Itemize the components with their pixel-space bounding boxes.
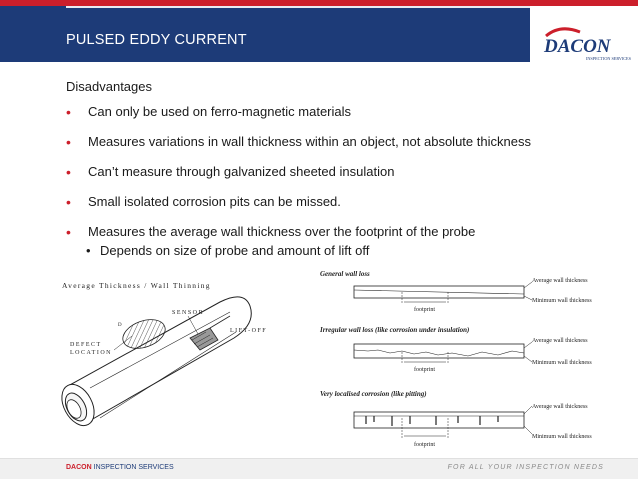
logo-text: DACON <box>543 36 612 57</box>
footer-brand: DACON INSPECTION SERVICES <box>66 464 174 471</box>
footer-brand-name: DACON <box>66 464 92 471</box>
insulation-outline <box>67 296 252 425</box>
logo-swoosh <box>545 27 581 38</box>
panel-localised-corrosion: Very localised corrosion (like pitting) … <box>320 390 592 448</box>
sensor-leader-line <box>187 315 199 335</box>
footprint-label: footprint <box>414 441 435 448</box>
defect-area <box>122 319 166 349</box>
bullet-item: • Can’t measure through galvanized sheete… <box>64 164 624 194</box>
min-label: Minimum wall thickness <box>532 298 592 304</box>
sub-bullet: • Depends on size of probe and amount of … <box>86 243 370 258</box>
bullet-dot-icon: • <box>66 194 71 210</box>
section-subtitle: Disadvantages <box>66 79 152 94</box>
wall-loss-profiles: General wall loss footprint Average wall… <box>319 270 592 448</box>
top-accent-stripe <box>0 0 638 6</box>
footer-bar: DACON INSPECTION SERVICES FOR ALL YOUR I… <box>0 458 638 479</box>
defect-leader-line <box>113 335 133 351</box>
logo-subtext: INSPECTION SERVICES <box>586 56 632 61</box>
defect-label: DEFECT <box>70 342 102 348</box>
bullet-list: • Can only be used on ferro-magnetic mate… <box>64 104 624 254</box>
pit-marks <box>365 416 499 426</box>
pipe-sensor-diagram: Average Thickness / Wall Thinning SENSOR… <box>61 281 267 427</box>
footer-tagline: FOR ALL YOUR INSPECTION NEEDS <box>447 464 604 471</box>
avg-label: Average wall thickness <box>532 278 588 284</box>
sensor-label: SENSOR <box>172 310 204 316</box>
min-label: Minimum wall thickness <box>532 434 592 440</box>
footprint-markers <box>401 292 449 304</box>
page-title: PULSED EDDY CURRENT <box>66 32 247 48</box>
leader-line <box>523 341 533 349</box>
bullet-dot-icon: • <box>66 164 71 180</box>
sensor-cable <box>209 315 231 329</box>
pipe-wall-lines <box>89 311 237 419</box>
bullet-text: Small isolated corrosion pits can be mis… <box>88 194 341 209</box>
panel-general-wall-loss: General wall loss footprint Average wall… <box>320 270 592 313</box>
bullet-item: • Small isolated corrosion pits can be mi… <box>64 194 624 224</box>
panel-title: Very localised corrosion (like pitting) <box>320 390 427 398</box>
sub-bullet-dot-icon: • <box>86 243 91 258</box>
bullet-dot-icon: • <box>66 134 71 150</box>
liftoff-label: LIFT-OFF <box>230 328 267 334</box>
wall-profile <box>353 289 525 295</box>
wall-section <box>353 343 525 359</box>
leader-line <box>523 405 533 415</box>
bullet-text: Can only be used on ferro-magnetic mater… <box>88 104 352 119</box>
panel-title: Irregular wall loss (like corrosion unde… <box>319 326 469 334</box>
leader-line <box>523 281 533 289</box>
header-bar: PULSED EDDY CURRENT <box>0 6 530 62</box>
footprint-label: footprint <box>414 366 435 373</box>
figure-title: Average Thickness / Wall Thinning <box>62 281 211 290</box>
sub-bullet-text: Depends on size of probe and amount of l… <box>100 243 370 258</box>
panel-title: General wall loss <box>320 270 370 278</box>
footprint-label: footprint <box>414 306 435 313</box>
bullet-item: • Measures the average wall thickness ove… <box>64 224 624 254</box>
pipe-bore <box>66 399 82 419</box>
sensor-body <box>189 327 219 351</box>
bullet-item: • Can only be used on ferro-magnetic mate… <box>64 104 624 134</box>
bullet-dot-icon: • <box>66 224 71 240</box>
dacon-logo: DACON INSPECTION SERVICES <box>543 27 632 61</box>
avg-label: Average wall thickness <box>532 338 588 344</box>
sensor-hatching <box>191 331 214 348</box>
panel-irregular-wall-loss: Irregular wall loss (like corrosion unde… <box>319 326 592 373</box>
bullet-dot-icon: • <box>66 104 71 120</box>
min-label: Minimum wall thickness <box>532 360 592 366</box>
bullet-text: Can’t measure through galvanized sheeted… <box>88 164 395 179</box>
bullet-item: • Measures variations in wall thickness w… <box>64 134 624 164</box>
bullet-text: Measures variations in wall thickness wi… <box>88 134 531 149</box>
footprint-markers <box>401 418 449 438</box>
leader-line <box>523 425 533 435</box>
bullet-text: Measures the average wall thickness over… <box>88 224 476 239</box>
location-label: LOCATION <box>70 350 112 356</box>
leader-line <box>523 355 533 363</box>
wall-profile <box>353 349 525 357</box>
footprint-markers <box>401 352 449 364</box>
header-divider <box>66 6 530 8</box>
avg-label: Average wall thickness <box>532 404 588 410</box>
footer-brand-rest: INSPECTION SERVICES <box>93 464 174 471</box>
d-label: D <box>118 323 122 328</box>
leader-line <box>523 295 533 301</box>
